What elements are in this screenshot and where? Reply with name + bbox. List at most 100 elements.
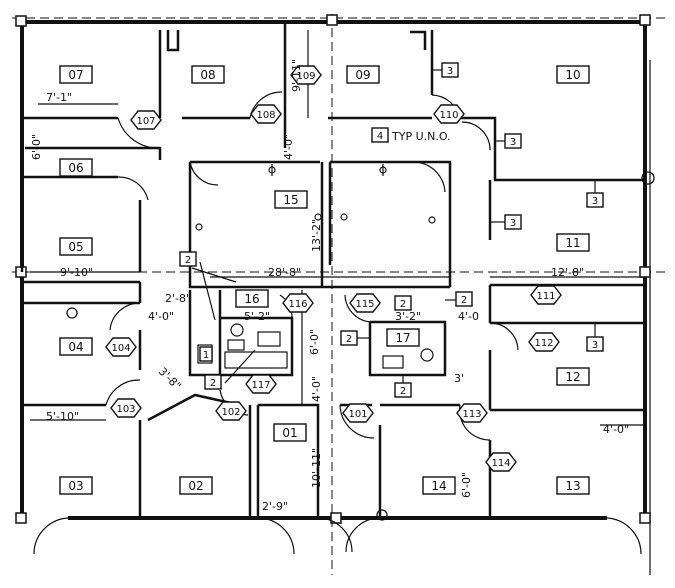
room-16: 16 [235,289,269,308]
svg-text:3: 3 [510,137,516,148]
svg-text:103: 103 [116,404,135,415]
dimension: 3'-2" [395,310,421,323]
svg-text:11: 11 [565,236,580,250]
svg-text:06: 06 [68,161,83,175]
plumbing-fixtures [197,323,434,369]
room-04: 04 [59,337,93,356]
svg-text:107: 107 [136,116,155,127]
dimension: 6'-0" [308,329,321,355]
room-13: 13 [556,476,590,495]
svg-text:2: 2 [400,386,406,397]
door-tag-102: 102 [215,401,247,421]
dimension: 13'-2" [310,219,323,252]
door-tags: 107 108 109 110 111 112 116 115 104 103 … [105,65,562,472]
dimension: 4'-0" [310,376,323,402]
svg-text:15: 15 [283,193,298,207]
room-17: 17 [386,328,420,347]
dimension: 10'-11" [310,448,323,488]
keynote-tag: 2 [394,295,412,311]
room-09: 09 [346,65,380,84]
room-03: 03 [59,476,93,495]
door-tag-116: 116 [282,293,314,313]
dimension: 4'-0" [603,423,629,436]
dimension: 3' [454,372,464,385]
dimension: 28'-8" [268,266,301,279]
svg-text:101: 101 [348,409,367,420]
keynote-tag: 2 [204,374,222,390]
room-12: 12 [556,367,590,386]
room-08: 08 [191,65,225,84]
svg-text:01: 01 [282,426,297,440]
keynote-tag: 1 [199,346,213,362]
door-tag-117: 117 [245,374,277,394]
svg-text:09: 09 [355,68,370,82]
svg-text:3: 3 [592,340,598,351]
svg-text:4: 4 [377,131,383,142]
svg-text:02: 02 [188,479,203,493]
svg-text:07: 07 [68,68,83,82]
svg-text:113: 113 [462,409,481,420]
svg-text:10: 10 [565,68,580,82]
door-tag-103: 103 [110,398,142,418]
door-tag-104: 104 [105,337,137,357]
dimension-lines [30,30,645,510]
svg-text:115: 115 [355,299,374,310]
column-grid [12,14,665,575]
svg-text:116: 116 [288,299,307,310]
svg-text:1: 1 [203,350,209,361]
dimension: 12'-8" [551,266,584,279]
door-tag-111: 111 [530,285,562,305]
dimension: 9'-11" [290,59,303,92]
svg-text:2: 2 [461,295,467,306]
keynote-tag: 2 [179,251,197,267]
door-tag-115: 115 [349,293,381,313]
door-swings [33,91,642,555]
room-06: 06 [59,158,93,177]
svg-text:3: 3 [592,196,598,207]
svg-text:12: 12 [565,370,580,384]
room-14: 14 [422,476,456,495]
dimension: 6'-0" [460,472,473,498]
typical-note: TYP U.N.O. [391,130,451,143]
outlet-symbols [195,164,436,231]
dimension: 9'-10" [60,266,93,279]
svg-text:110: 110 [439,110,458,121]
keynote-tag: 3 [490,214,522,230]
keynote-tags: 3 4 3 3 3 2 2 2 2 2 3 2 1 [179,62,604,398]
dimension: 6'-0" [30,134,43,160]
svg-text:109: 109 [296,71,315,82]
keynote-tag: 4 [371,127,389,143]
room-11: 11 [556,233,590,252]
partition-walls [20,22,645,518]
svg-text:2: 2 [346,334,352,345]
svg-text:114: 114 [491,458,510,469]
dimension: 5'-2" [244,310,270,323]
room-labels: 07 08 09 10 06 15 05 11 16 17 04 12 01 0… [59,65,590,495]
room-10: 10 [556,65,590,84]
door-tag-101: 101 [342,403,374,423]
svg-text:14: 14 [431,479,446,493]
door-tag-113: 113 [456,403,488,423]
dimension: 2'-8" [165,292,191,305]
door-tag-108: 108 [250,104,282,124]
keynote-tag: 2 [340,330,370,346]
svg-text:117: 117 [251,380,270,391]
dimension-labels: 9'-11" 7'-1" 6'-0" 4'-0" 13'-2" 9'-10" 2… [30,59,629,513]
door-tag-112: 112 [528,332,560,352]
room-15: 15 [274,190,308,209]
door-tag-110: 110 [433,104,465,124]
svg-text:08: 08 [200,68,215,82]
svg-text:102: 102 [221,407,240,418]
room-01: 01 [273,423,307,442]
dimension: 4'-0" [282,134,295,160]
svg-text:3: 3 [510,218,516,229]
svg-text:2: 2 [185,255,191,266]
dimension: 3'-8" [156,365,184,393]
svg-text:2: 2 [400,299,406,310]
svg-text:04: 04 [68,340,83,354]
svg-text:17: 17 [395,331,410,345]
svg-text:16: 16 [244,292,259,306]
room-07: 07 [59,65,93,84]
keynote-tag: 3 [495,133,522,149]
